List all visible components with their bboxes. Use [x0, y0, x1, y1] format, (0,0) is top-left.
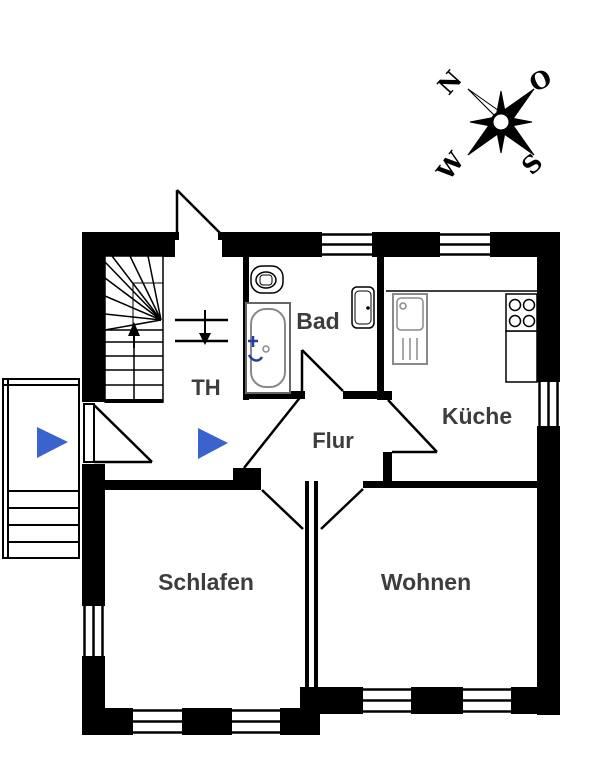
- door-swing-schlafen: [261, 489, 304, 530]
- room-label-flur: Flur: [312, 428, 354, 453]
- window-top-1: [322, 232, 372, 257]
- window-bottom-1: [133, 708, 182, 735]
- entry-arrow-icon: [37, 427, 68, 458]
- door-swing-hall: [243, 394, 303, 469]
- door-swings: [83, 189, 438, 530]
- window-left: [82, 606, 105, 656]
- stove-icon: [505, 293, 538, 383]
- bad-sink-icon: [351, 286, 375, 329]
- window-right: [537, 382, 560, 426]
- room-label-kueche: Küche: [442, 403, 512, 429]
- door-swing-left-entrance: [83, 403, 153, 464]
- windows: [82, 232, 560, 735]
- window-bottom-4: [463, 687, 511, 714]
- room-label-schlafen: Schlafen: [158, 569, 254, 595]
- door-swing-bad: [300, 349, 344, 392]
- toilet-icon: [250, 265, 284, 294]
- landing-steps: [175, 318, 228, 343]
- hall-arrow-icon: [198, 428, 228, 459]
- door-swing-wohnen: [320, 488, 364, 530]
- kitchen-sink-icon: [392, 293, 428, 365]
- faucet-icon: [247, 336, 264, 362]
- exterior-stairs: [2, 378, 80, 559]
- bathtub-icon: [245, 302, 291, 394]
- room-label-wohnen: Wohnen: [381, 569, 471, 595]
- door-swing-top-entrance: [175, 189, 221, 234]
- door-swing-kueche: [387, 399, 438, 454]
- window-top-2: [440, 232, 490, 257]
- room-label-bad: Bad: [296, 308, 339, 334]
- window-bottom-2: [232, 708, 280, 735]
- room-divider-wall: [305, 481, 318, 708]
- door-jambs: [175, 232, 222, 240]
- room-label-th: TH: [191, 375, 220, 400]
- compass-rose-icon: N O S W: [430, 63, 556, 186]
- window-bottom-3: [363, 687, 411, 714]
- stairwell-stairs: [104, 255, 228, 403]
